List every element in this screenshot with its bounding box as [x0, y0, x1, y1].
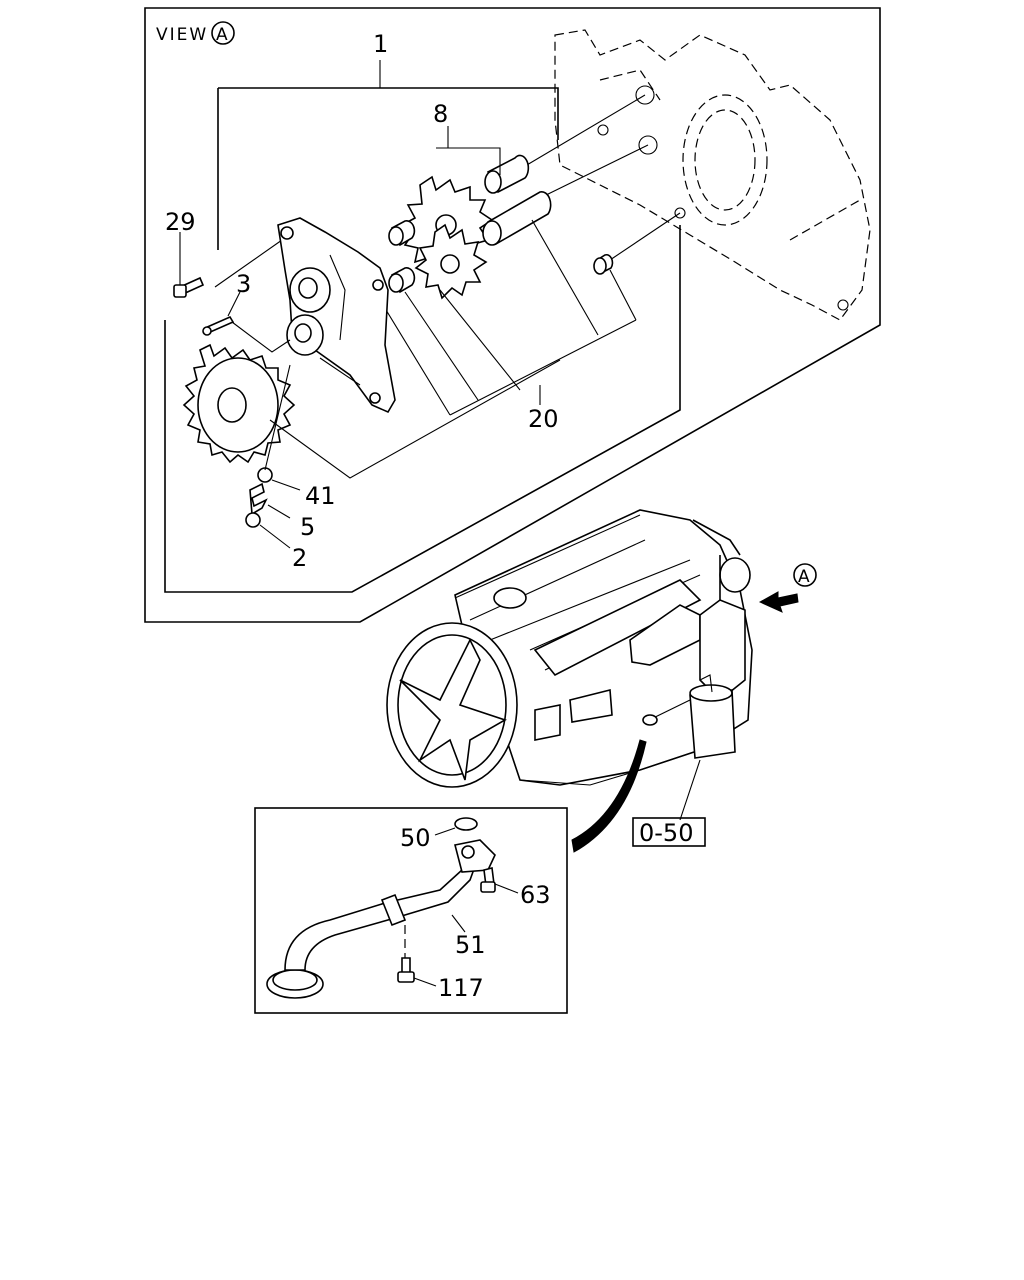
ball-41: [257, 467, 273, 483]
label-63: 63: [520, 881, 551, 909]
engine-block-outline: [554, 29, 871, 321]
reference-box-label: 0-50: [639, 819, 693, 847]
leader-0-50: [679, 759, 701, 821]
o-ring-50: [454, 817, 478, 831]
view-title: VIEW: [156, 25, 208, 45]
label-117: 117: [438, 974, 484, 1002]
bushing-small: [593, 253, 614, 275]
assembly-bracket: [164, 87, 681, 593]
inset-pointer-arrow: [571, 739, 647, 853]
arrow-marker-circle: [793, 563, 817, 587]
leader-3: [227, 291, 291, 353]
pin-lower: [482, 190, 552, 246]
leader-20: [379, 219, 637, 416]
view-a-arrow: [758, 591, 799, 613]
reference-box: [632, 817, 706, 847]
view-marker: A: [216, 25, 230, 45]
drive-gear-small: [414, 223, 488, 300]
pin-upper: [484, 154, 530, 194]
engine-assembly: [386, 509, 753, 788]
leader-63: [494, 883, 519, 894]
oil-pump-housing: [277, 217, 396, 414]
label-41: 41: [305, 482, 336, 510]
label-3: 3: [236, 270, 251, 298]
bolt-63: [480, 867, 496, 893]
leader-117: [413, 977, 437, 987]
oil-strainer: [266, 839, 496, 999]
label-51: 51: [455, 931, 486, 959]
large-drive-gear: [182, 343, 296, 464]
leaders-41-5-2: [259, 364, 301, 549]
label-29: 29: [165, 208, 196, 236]
alignment-lines: [214, 94, 681, 288]
arrow-marker: A: [798, 567, 812, 587]
oil-filter: [642, 674, 736, 759]
label-8: 8: [433, 100, 448, 128]
gear-shaft-line: [269, 359, 561, 479]
pin-short-b: [388, 267, 416, 294]
spring-5: [249, 482, 268, 516]
view-a-frame: [144, 7, 881, 623]
plug-2: [245, 512, 261, 528]
leader-50: [434, 827, 456, 836]
label-5: 5: [300, 513, 315, 541]
label-2: 2: [292, 544, 307, 572]
bolt-29: [173, 276, 205, 298]
label-50: 50: [400, 824, 431, 852]
pin-3: [202, 315, 235, 336]
bolt-117: [397, 925, 415, 983]
label-20: 20: [528, 405, 559, 433]
pin-short-a: [388, 220, 416, 247]
view-marker-circle: [211, 21, 235, 45]
leader-8: [436, 126, 501, 175]
strainer-inset-frame: [254, 807, 568, 1014]
label-1: 1: [373, 30, 388, 58]
leader-51: [451, 914, 466, 933]
